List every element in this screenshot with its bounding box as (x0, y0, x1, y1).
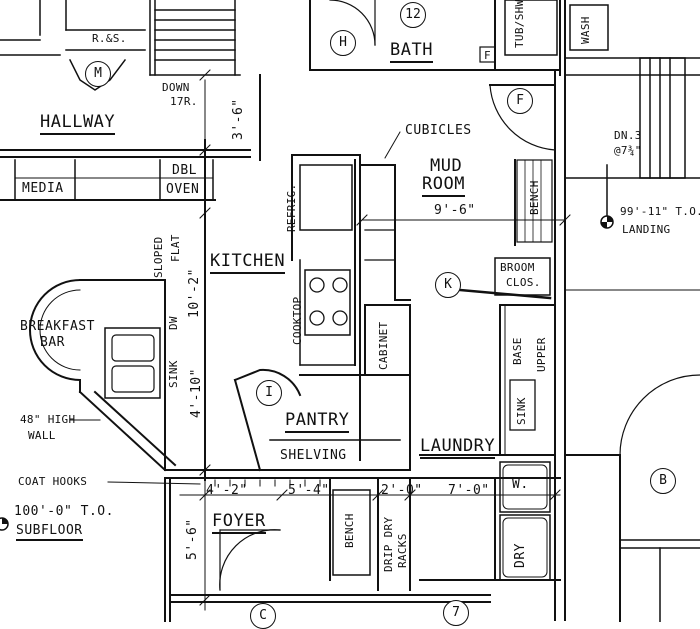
tag-7: 7 (443, 600, 469, 626)
room-label-laundry: LAUNDRY (420, 438, 496, 459)
tag-12: 12 (400, 2, 426, 28)
dim-hall-width: 3'-6" (231, 98, 246, 140)
dim-foyer-depth: 5'-6" (185, 518, 200, 560)
tag-c: C (250, 603, 276, 629)
fixture-cabinet: CABINET (377, 321, 390, 370)
fixture-washer: W. (512, 477, 529, 492)
dim-laundry-len: 7'-0" (448, 483, 490, 498)
dim-foyer-c: 2'-0" (381, 483, 423, 498)
fixture-upper: UPPER (535, 337, 548, 372)
leader-lines (69, 131, 401, 485)
note-high-wall-2: WALL (28, 429, 56, 442)
dim-pantry-offset: 4'-10" (189, 368, 204, 418)
fixture-bench-foyer: BENCH (343, 513, 356, 548)
fixture-shelving: SHELVING (280, 448, 347, 463)
tag-k: K (435, 272, 461, 298)
fixture-cooktop: COOKTOP (291, 296, 304, 345)
note-landing-elev: 99'-11" T.O. (620, 205, 700, 218)
dim-foyer-a: 4'-2" (206, 483, 248, 498)
elevation-marker-subfloor (0, 517, 9, 531)
note-cubicles: CUBICLES (405, 123, 472, 138)
mud-room-walls (361, 69, 566, 621)
fixture-rs: R.&S. (92, 32, 127, 45)
elevation-marker-landing (600, 215, 614, 229)
room-label-kitchen: KITCHEN (210, 253, 286, 274)
coat-hook-ticks (214, 479, 321, 487)
fixture-dryer: DRY (513, 543, 528, 568)
tag-i: I (256, 380, 282, 406)
fixture-breakfast: BREAKFAST (20, 319, 95, 334)
note-down: DOWN (162, 81, 190, 94)
tag-b: B (650, 468, 676, 494)
note-landing: LANDING (622, 223, 671, 236)
fixture-sloped: SLOPED (152, 236, 165, 278)
fixture-bar: BAR (40, 335, 65, 350)
hallway-walls (0, 74, 261, 201)
lower-right (564, 289, 700, 622)
fixture-drip-dry: DRIP DRY (382, 516, 395, 572)
fixture-wash: WASH (579, 16, 592, 44)
fixture-racks: RACKS (396, 533, 409, 568)
tag-f: F (507, 88, 533, 114)
note-down-risers: 17R. (170, 95, 198, 108)
stair-top-left (0, 0, 241, 91)
fixture-laundry-sink: SINK (515, 397, 528, 425)
breakfast-bar (29, 278, 177, 472)
fixture-dw: DW (167, 316, 180, 330)
fixture-refrig: REFRIG. (285, 183, 298, 232)
fixture-clos: CLOS. (506, 276, 541, 289)
fixture-tub-shower: TUB/SHWR (513, 0, 526, 48)
stair-right (564, 57, 700, 226)
fixture-dbl: DBL (172, 163, 197, 178)
note-subfloor: SUBFLOOR (16, 524, 83, 541)
fixture-bath-f: F (484, 49, 491, 62)
note-dn3: DN.3 (614, 129, 642, 142)
note-high-wall-1: 48" HIGH (20, 413, 76, 426)
foyer-walls (164, 477, 491, 622)
room-label-bath: BATH (390, 42, 433, 63)
fixture-kitchen-sink: SINK (167, 360, 180, 388)
note-coat-hooks: COAT HOOKS (18, 475, 88, 488)
note-subfloor-elev: 100'-0" T.O. (14, 504, 114, 519)
dim-mud-width: 9'-6" (434, 203, 476, 218)
dimension-lines (179, 69, 571, 611)
room-label-mud-line2: ROOM (422, 176, 465, 197)
fixture-base: BASE (511, 337, 524, 365)
fixture-broom: BROOM (500, 261, 535, 274)
tag-h: H (330, 30, 356, 56)
fixture-oven: OVEN (166, 182, 200, 197)
room-label-mud-line1: MUD (430, 156, 463, 176)
bath-walls (309, 0, 609, 76)
fixture-flat: FLAT (169, 234, 182, 262)
dim-kitchen-depth: 10'-2" (187, 268, 202, 318)
room-label-hallway: HALLWAY (40, 114, 116, 135)
dim-foyer-b: 5'-4" (288, 483, 330, 498)
room-label-foyer: FOYER (212, 513, 266, 534)
note-dn3-riser: @7¾" (614, 144, 642, 157)
tag-m: M (85, 61, 111, 87)
fixture-media: MEDIA (22, 181, 64, 196)
room-label-pantry: PANTRY (285, 412, 350, 433)
fixture-bench-mud: BENCH (528, 180, 541, 215)
